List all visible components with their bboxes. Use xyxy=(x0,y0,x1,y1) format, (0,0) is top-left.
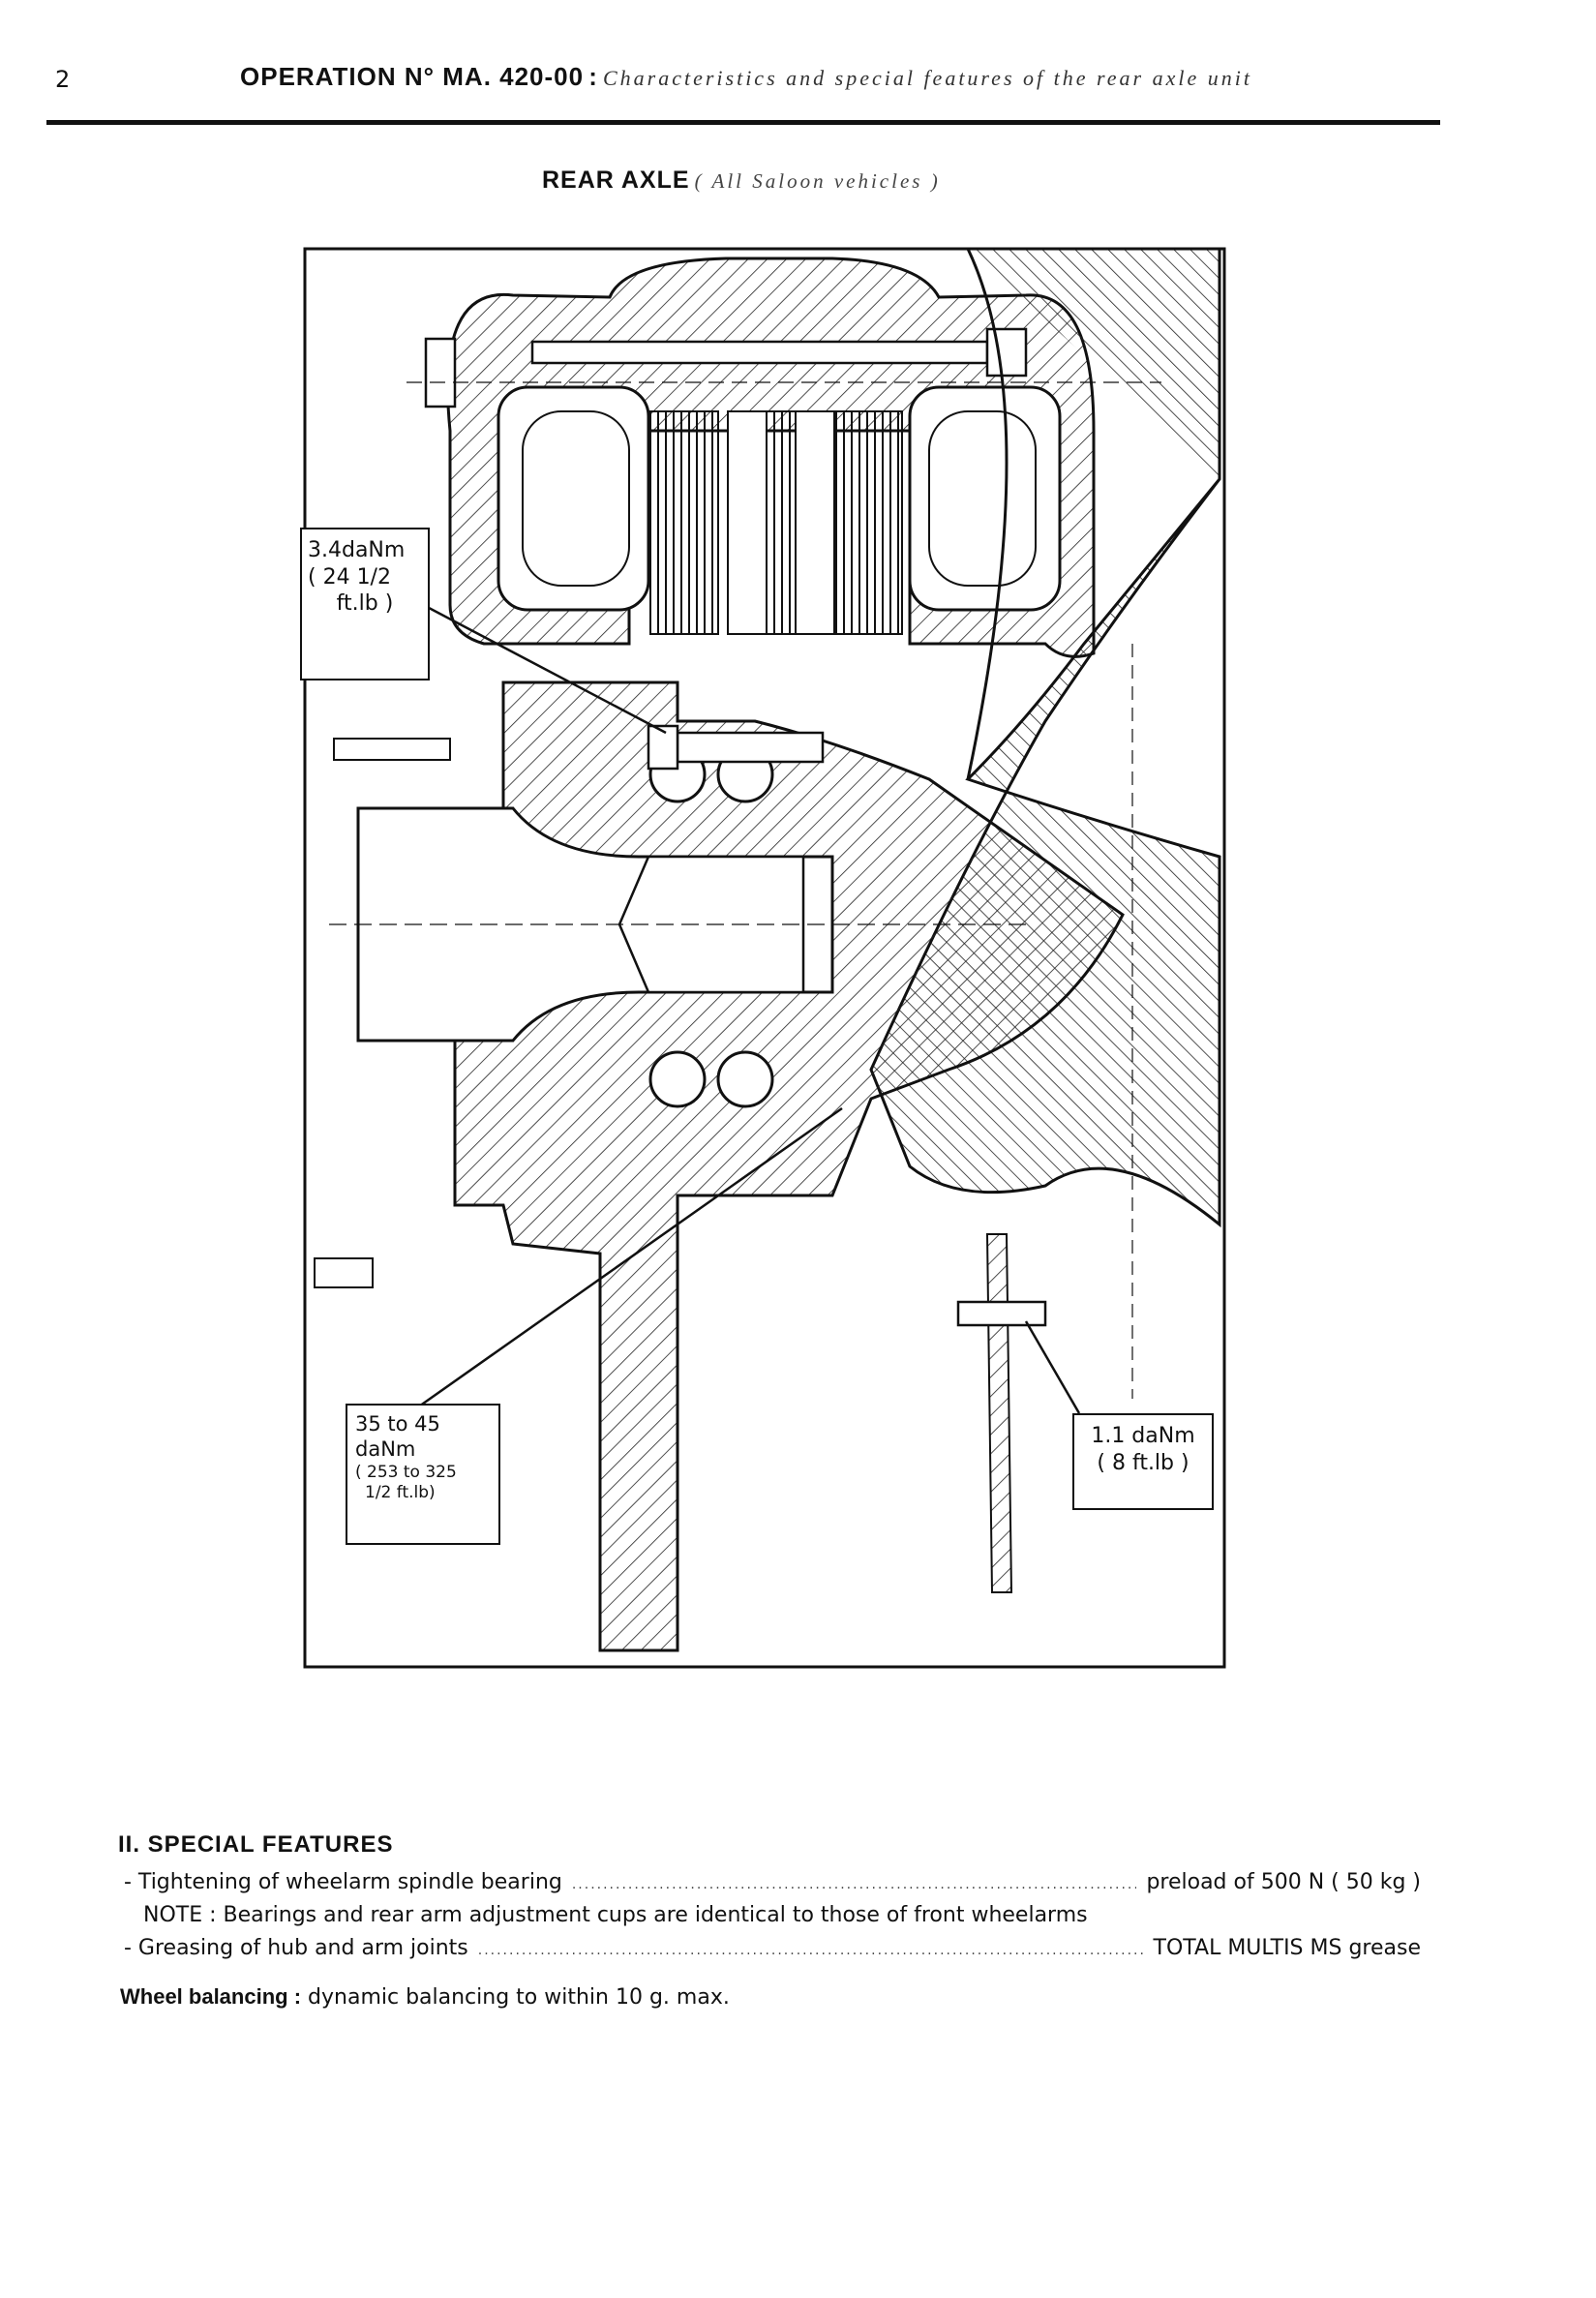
diagram-subtitle: ( All Saloon vehicles ) xyxy=(694,169,941,193)
callout-hub-nut-line1: 35 to 45 xyxy=(355,1412,440,1436)
callout-caliper-bolt-torque: 3.4daNm ( 24 1/2 ft.lb ) xyxy=(300,528,430,680)
dot-leader: ........................................… xyxy=(571,1877,1137,1892)
callout-wheel-bolt-torque: 1.1 daNm ( 8 ft.lb ) xyxy=(1072,1413,1214,1510)
special-feature-row: - Greasing of hub and arm joints .......… xyxy=(124,1936,1421,1960)
header-rule xyxy=(46,120,1440,125)
special-feature-label: - Tightening of wheelarm spindle bearing xyxy=(124,1870,562,1894)
hub-assembly xyxy=(314,680,1125,1652)
callout-caliper-bolt-line3: ft.lb ) xyxy=(336,591,394,616)
callout-hub-nut-line4: 1/2 ft.lb) xyxy=(365,1482,436,1502)
page-number: 2 xyxy=(55,66,71,93)
special-feature-value: TOTAL MULTIS MS grease xyxy=(1153,1936,1421,1960)
brake-caliper xyxy=(407,257,1161,658)
page-subtitle: Characteristics and special features of … xyxy=(602,66,1252,90)
special-feature-note-text: NOTE : Bearings and rear arm adjustment … xyxy=(143,1903,1088,1927)
page-header: OPERATION N° MA. 420-00 : Characteristic… xyxy=(240,62,1252,92)
callout-hub-nut-torque: 35 to 45 daNm ( 253 to 325 1/2 ft.lb) xyxy=(346,1404,500,1545)
special-feature-row: - Tightening of wheelarm spindle bearing… xyxy=(124,1870,1421,1894)
callout-hub-nut-line3: ( 253 to 325 xyxy=(355,1462,457,1482)
callout-wheel-bolt-line1: 1.1 daNm xyxy=(1091,1424,1195,1448)
diagram-title: REAR AXLE ( All Saloon vehicles ) xyxy=(542,166,941,195)
callout-caliper-bolt-line1: 3.4daNm xyxy=(308,538,406,562)
wheel-balancing-value: dynamic balancing to within 10 g. max. xyxy=(308,1985,730,2010)
callout-hub-nut-line2: daNm xyxy=(355,1437,416,1462)
operation-number: OPERATION N° MA. 420-00 xyxy=(240,62,585,91)
header-separator: : xyxy=(588,62,598,91)
special-feature-label: - Greasing of hub and arm joints xyxy=(124,1936,468,1960)
callout-wheel-bolt-line2: ( 8 ft.lb ) xyxy=(1097,1450,1189,1475)
special-feature-note: NOTE : Bearings and rear arm adjustment … xyxy=(143,1903,1440,1927)
dot-leader: ........................................… xyxy=(477,1943,1144,1958)
wheel-balancing-label: Wheel balancing : xyxy=(120,1984,302,2009)
diagram-title-text: REAR AXLE xyxy=(542,166,690,194)
special-features-heading: II. SPECIAL FEATURES xyxy=(118,1831,394,1858)
callout-caliper-bolt-line2: ( 24 1/2 xyxy=(308,564,391,590)
special-feature-value: preload of 500 N ( 50 kg ) xyxy=(1146,1870,1421,1894)
rear-axle-diagram: 3.4daNm ( 24 1/2 ft.lb ) 35 to 45 daNm (… xyxy=(290,237,1239,1679)
rear-axle-cross-section xyxy=(303,247,1226,1669)
wheel-balancing: Wheel balancing : dynamic balancing to w… xyxy=(120,1984,730,2010)
